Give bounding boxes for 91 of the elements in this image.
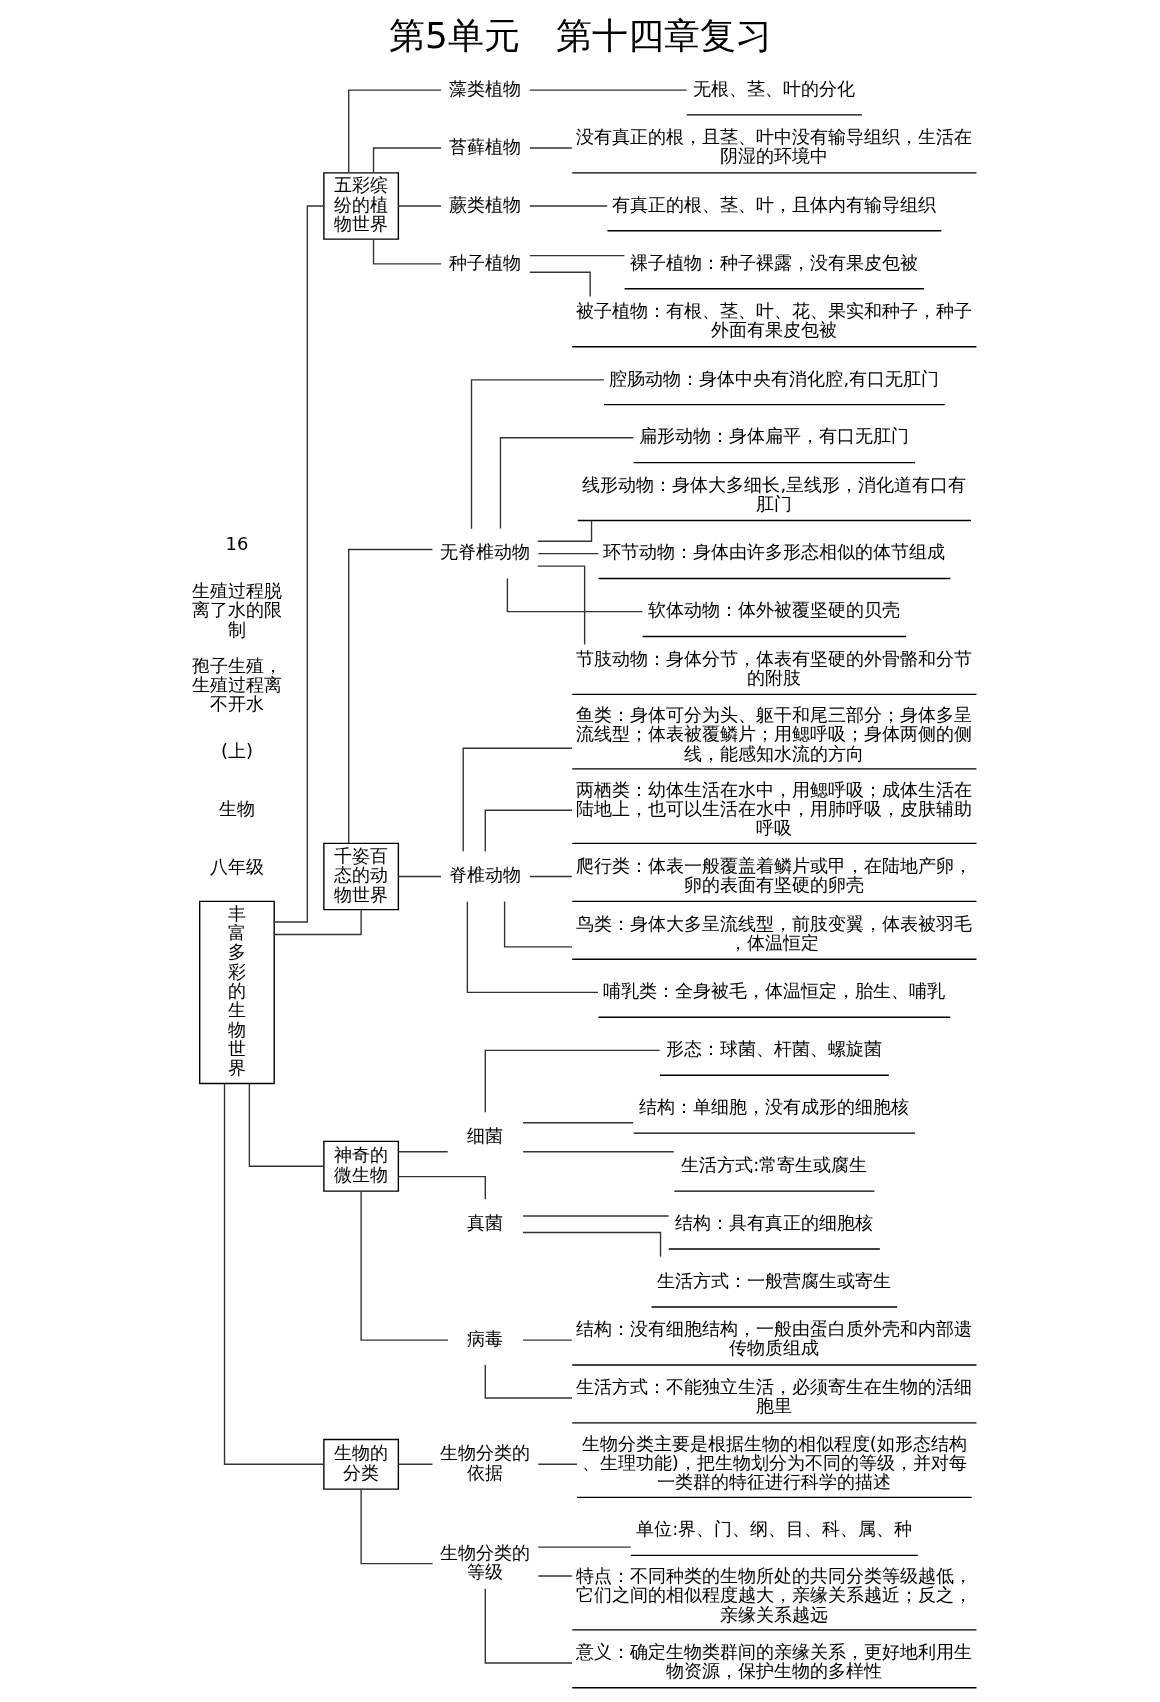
connector (397, 1151, 448, 1153)
connector (466, 901, 599, 994)
connector (521, 1339, 572, 1341)
connector (462, 747, 573, 852)
node-text: 意义：确定生物类群间的亲缘关系，更好地利用生物资源，保护生物的多样性 (575, 1641, 972, 1682)
connector (503, 900, 573, 948)
connector (528, 254, 625, 257)
node-text: 细菌 (466, 1124, 503, 1146)
node-text: 哺乳类：全身被毛，体温恒定，胎生、哺乳 (602, 980, 945, 1002)
label: (上) (220, 740, 253, 762)
connector (484, 809, 573, 853)
node-text: 有真正的根、茎、叶，且体内有输导组织 (611, 193, 936, 215)
node-text: 苔藓植物 (448, 135, 521, 157)
connector (521, 1122, 634, 1124)
node-box: 千姿百态的动物世界 (322, 842, 399, 911)
node-text: 生活方式：一般营腐生或寄生 (656, 1269, 891, 1291)
connector (537, 1463, 578, 1465)
connector (528, 205, 608, 207)
node-text: 无根、茎、叶的分化 (692, 77, 855, 99)
node-box: 神奇的微生物 (322, 1140, 399, 1192)
connector (470, 379, 605, 530)
node-text: 真菌 (466, 1211, 503, 1233)
node-text: 结构：单细胞，没有成形的细胞核 (638, 1096, 909, 1118)
node-text: 生活方式:常寄生或腐生 (680, 1153, 867, 1175)
node-text: 蕨类植物 (448, 193, 521, 215)
node-text: 单位:界、门、纲、目、科、属、种 (635, 1518, 912, 1540)
node-text: 爬行类：体表一般覆盖着鳞片或甲，在陆地产卵，卵的表面有坚硬的卵壳 (575, 854, 972, 895)
node-text: 没有真正的根，且茎、叶中没有输导组织，生活在阴湿的环境中 (575, 126, 972, 167)
connector (397, 1463, 433, 1465)
connector (372, 239, 442, 265)
connector (537, 552, 599, 555)
node-text: 脊椎动物 (448, 864, 521, 886)
connector (528, 271, 591, 298)
node-text: 鸟类：身体大多呈流线型，前肢变翼，体表被羽毛，体温恒定 (575, 912, 972, 953)
node-text: 生物分类的等级 (439, 1541, 530, 1582)
connector (499, 437, 634, 530)
node-text: 生物分类主要是根据生物的相似程度(如形态结构、生理功能)，把生物划分为不同的等级，并对每一类群的特征进行科学的描述 (581, 1432, 967, 1493)
label: 16 (225, 533, 248, 555)
node-text: 藻类植物 (448, 77, 521, 99)
node-text: 病毒 (466, 1327, 503, 1349)
node-text: 节肢动物：身体分节，体表有坚硬的外骨骼和分节的附肢 (575, 647, 972, 688)
connector (528, 875, 572, 878)
node-text: 结构：没有细胞结构，一般由蛋白质外壳和内部遗传物质组成 (575, 1318, 972, 1359)
connector (397, 205, 442, 207)
connector (484, 1588, 573, 1664)
connector (521, 1215, 669, 1217)
connector (537, 1575, 573, 1577)
node-text: 无脊椎动物 (439, 541, 530, 563)
connector (537, 1546, 631, 1548)
connector (528, 89, 687, 91)
node-box: 丰富多彩的生物世界 (198, 900, 275, 1085)
connector (372, 147, 442, 173)
connector (521, 1151, 674, 1153)
node-text: 线形动物：身体大多细长,呈线形，消化道有口有肛门 (582, 473, 966, 515)
connector (273, 909, 362, 936)
connector (248, 1083, 324, 1167)
connector (223, 1083, 324, 1465)
connector (536, 565, 585, 646)
label: 八年级 (209, 855, 264, 877)
connector (506, 577, 643, 613)
label: 孢子生殖，生殖过程离不开水 (191, 654, 282, 715)
node-text: 被子植物：有根、茎、叶、花、果实和种子，种子外面有果皮包被 (575, 299, 972, 341)
node-text: 结构：具有真正的细胞核 (674, 1211, 873, 1233)
connector (521, 1231, 661, 1258)
connector (359, 1488, 433, 1565)
node-text: 鱼类：身体可分为头、躯干和尾三部分；身体多呈流线型；体表被覆鳞片；用鳃呼吸；身体两侧的侧线，能感知水流的方向 (575, 704, 972, 764)
connector (528, 147, 572, 149)
node-text: 生物分类的依据 (439, 1442, 530, 1483)
node-text: 扁形动物：身体扁平，有口无肛门 (638, 425, 909, 447)
node-text: 软体动物：体外被覆坚硬的贝壳 (647, 599, 900, 621)
connector (484, 1364, 573, 1399)
connector (536, 519, 592, 542)
connector (347, 89, 442, 174)
node-text: 环节动物：身体由许多形态相似的体节组成 (602, 541, 945, 563)
node-text: 种子植物 (448, 251, 521, 273)
label: 生殖过程脱离了水的限制 (191, 579, 282, 640)
node-text: 两栖类：幼体生活在水中，用鳃呼吸；成体生活在陆地上，也可以生活在水中，用肺呼吸，皮肤辅助呼吸 (575, 778, 972, 839)
connector (273, 205, 324, 923)
node-box: 五彩缤纷的植物世界 (322, 172, 399, 240)
label: 生物 (218, 797, 255, 819)
node-text: 形态：球菌、杆菌、螺旋菌 (665, 1038, 882, 1060)
connector (397, 875, 442, 878)
node-text: 特点：不同种类的生物所处的共同分类等级越低，它们之间的相似程度越大，亲缘关系越近；反之，亲缘关系越远 (575, 1565, 972, 1625)
connector (359, 1190, 449, 1341)
node-text: 腔肠动物：身体中央有消化腔,有口无肛门 (609, 367, 939, 389)
node-text: 生活方式：不能独立生活，必须寄生在生物的活细胞里 (575, 1376, 972, 1417)
connector (484, 1049, 660, 1113)
node-box: 生物的分类 (322, 1438, 399, 1490)
connector (347, 548, 433, 845)
node-text: 裸子植物：种子裸露，没有果皮包被 (629, 251, 918, 273)
diagram-title: 第5单元 第十四章复习 (388, 15, 772, 57)
